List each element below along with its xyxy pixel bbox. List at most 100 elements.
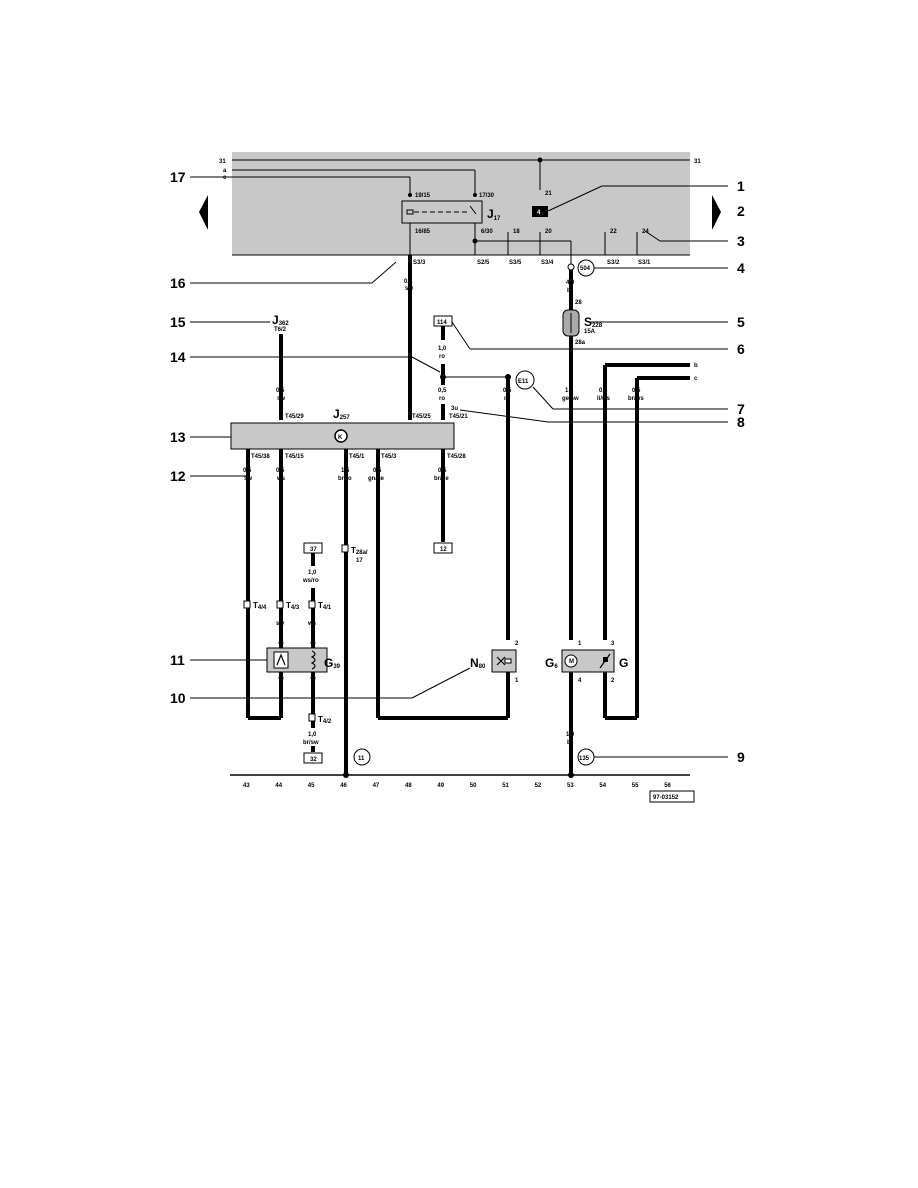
wire-size-j362: 0,5 xyxy=(276,388,285,394)
pin-18: 18 xyxy=(513,229,520,235)
track-number: 53 xyxy=(567,783,574,789)
callout-11: 11 xyxy=(170,652,185,668)
track-number: 55 xyxy=(632,783,639,789)
conn-t28a-17: T28a/ xyxy=(351,546,368,556)
pin-6-30: 6/30 xyxy=(481,229,493,235)
wire-color-br: br xyxy=(567,740,574,746)
wire-size-liws: 0,5 xyxy=(599,388,608,394)
previous-page-arrow-icon[interactable] xyxy=(199,195,208,230)
callout-17: 17 xyxy=(170,169,186,185)
plug-s3-2: S3/2 xyxy=(607,260,620,266)
relay-location-box xyxy=(532,206,548,217)
module-j362-label: J362 xyxy=(272,313,289,327)
ref-box-12 xyxy=(433,542,453,554)
ground-e11-label: E11 xyxy=(518,379,529,385)
wire-color-s33: sw xyxy=(405,286,413,292)
conn-t4-4: T4/4 xyxy=(253,601,267,611)
wire-size-ro: 1,0 xyxy=(438,346,447,352)
g6-pin-4: 4 xyxy=(578,678,582,684)
wire-size-brsw: 1,0 xyxy=(308,732,317,738)
pin-20: 20 xyxy=(545,229,552,235)
callout-leaders xyxy=(190,176,728,758)
wire-color-wsro: ws/ro xyxy=(302,578,319,584)
wire-size-br: 1,0 xyxy=(566,732,575,738)
bus-c-label: c xyxy=(223,175,227,181)
n80-pin-2: 2 xyxy=(515,641,519,647)
pin-16-85: 16/85 xyxy=(415,229,431,235)
valve-n80-label: N80 xyxy=(470,656,486,670)
callout-12: 12 xyxy=(170,468,186,484)
pin-17-30: 17/30 xyxy=(479,193,495,199)
wire-color-t41: ws xyxy=(307,621,317,627)
relay-j17-label: J17 xyxy=(487,207,501,222)
wire-color-liws: li/ws xyxy=(597,396,611,402)
wire-color-t43: sw xyxy=(276,621,284,627)
conn-t4-2: T4/2 xyxy=(318,715,332,725)
relay-panel xyxy=(232,152,690,255)
wire-size-t4515: 0,5 xyxy=(276,468,285,474)
diagram-code: 97-03152 xyxy=(653,795,679,801)
conn-t4-1: T4/1 xyxy=(318,601,332,611)
track-number: 50 xyxy=(470,783,477,789)
valve-n80 xyxy=(491,649,517,673)
callout-15: 15 xyxy=(170,314,186,330)
plug-s3-3: S3/3 xyxy=(413,260,426,266)
wire-color-ro: ro xyxy=(439,354,445,360)
ground-e11 xyxy=(515,370,535,390)
ground-135-label: 135 xyxy=(579,756,590,762)
callout-3: 3 xyxy=(737,233,745,249)
wire-color-t4538: sw xyxy=(244,476,252,482)
track-number: 47 xyxy=(373,783,380,789)
callout-14: 14 xyxy=(170,349,186,365)
relay-location-number: 4 xyxy=(537,210,541,216)
wire-color-t451: br/ro xyxy=(338,476,352,482)
track-number: 54 xyxy=(599,783,606,789)
fuse-s228-label: S228 xyxy=(584,315,603,329)
conn-t45-1: T45/1 xyxy=(349,454,365,460)
wire-size-s33: 0,5 xyxy=(404,279,413,285)
callout-13: 13 xyxy=(170,429,186,445)
conn-t45-3: T45/3 xyxy=(381,454,397,460)
pin-21: 21 xyxy=(545,191,552,197)
wire-size-40: 4,0 xyxy=(566,280,575,286)
wire-size-t4528: 0,5 xyxy=(438,468,447,474)
control-unit-j257-label: J257 xyxy=(333,407,350,421)
plug-s3-5: S3/5 xyxy=(509,260,522,266)
pump-symbol: M xyxy=(569,659,574,665)
callout-1: 1 xyxy=(737,178,745,194)
track-number: 44 xyxy=(275,783,282,789)
conn-t4-3: T4/3 xyxy=(286,601,300,611)
next-page-arrow-icon[interactable] xyxy=(712,195,721,230)
ref-box-32-label: 32 xyxy=(310,757,317,763)
module-j362-pin: T6/2 xyxy=(274,327,287,333)
conn-t45-28: T45/28 xyxy=(447,454,466,460)
callout-5: 5 xyxy=(737,314,745,330)
bus-b-label: b xyxy=(694,363,698,369)
track-number: 46 xyxy=(340,783,347,789)
conn-t45-29: T45/29 xyxy=(285,414,304,420)
callout-7: 7 xyxy=(737,401,745,417)
plug-s2-5: S2/5 xyxy=(477,260,490,266)
track-number: 43 xyxy=(243,783,250,789)
bus-a-label: a xyxy=(223,168,227,174)
wire-color-gesw: ge/sw xyxy=(562,396,579,402)
wire-color-j362: sw xyxy=(277,396,285,402)
track-number: 49 xyxy=(437,783,444,789)
wire-size-ro-3: 0,5 xyxy=(503,388,512,394)
conn-t45-25: T45/25 xyxy=(412,414,431,420)
pin-22: 22 xyxy=(610,229,617,235)
callout-9: 9 xyxy=(737,749,745,765)
g-pin-3: 3 xyxy=(611,641,615,647)
conn-t45-15: T45/15 xyxy=(285,454,304,460)
wire-size-ro-2: 0,5 xyxy=(438,388,447,394)
n80-pin-1: 1 xyxy=(515,678,519,684)
pin-19-15: 19/15 xyxy=(415,193,431,199)
wire-color-ro-3: ro xyxy=(504,396,510,402)
wire-size-t453: 0,5 xyxy=(373,468,382,474)
sensor-g39-label: G39 xyxy=(324,656,341,670)
wire-color-brws: br/ws xyxy=(628,396,644,402)
wire-size-t451: 1,5 xyxy=(341,468,350,474)
callout-16: 16 xyxy=(170,275,186,291)
callout-8: 8 xyxy=(737,414,745,430)
